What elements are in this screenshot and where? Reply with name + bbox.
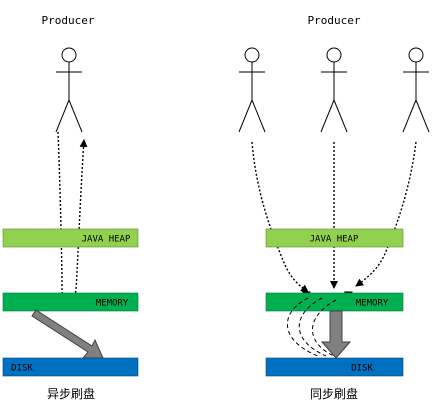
sync-java-heap-label: JAVA HEAP bbox=[310, 235, 359, 245]
sync-disk-label: DISK bbox=[351, 364, 373, 374]
async-caption: 异步刷盘 bbox=[47, 386, 95, 401]
async-java-heap-label: JAVA HEAP bbox=[82, 235, 131, 245]
async-flush-arrow bbox=[31, 309, 104, 359]
sync-write-arrow-1 bbox=[251, 141, 309, 293]
sync-producer-label: Producer bbox=[308, 14, 361, 27]
sync-producer-2-stick-figure-icon bbox=[320, 47, 348, 133]
sync-flush-arrow bbox=[320, 310, 352, 359]
sync-disk-bar bbox=[265, 357, 404, 377]
sync-producer-1-stick-figure-icon bbox=[238, 47, 266, 133]
sync-java-heap-bar bbox=[265, 228, 404, 248]
async-java-heap-bar bbox=[2, 228, 139, 248]
async-disk-label: DISK bbox=[11, 364, 33, 374]
sync-flush-arc-3 bbox=[312, 299, 337, 357]
async-write-dotted-arrow bbox=[57, 131, 88, 302]
sync-panel: Producer bbox=[238, 14, 430, 401]
async-disk-bar bbox=[2, 357, 139, 377]
async-memory-label: MEMORY bbox=[96, 299, 129, 309]
async-panel: Producer JAVA HEAP MEMORY DISK 异步 bbox=[2, 14, 139, 401]
sync-memory-label: MEMORY bbox=[356, 299, 389, 309]
async-producer-stick-figure-icon bbox=[55, 47, 83, 133]
sync-flush-arc-1 bbox=[286, 297, 319, 357]
sync-caption: 同步刷盘 bbox=[310, 386, 358, 401]
async-memory-bar bbox=[2, 292, 139, 312]
async-producer-label: Producer bbox=[42, 14, 95, 27]
sync-write-arrow-3 bbox=[355, 141, 417, 287]
sync-flush-arc-2 bbox=[298, 297, 327, 357]
sync-producer-3-stick-figure-icon bbox=[402, 47, 430, 133]
